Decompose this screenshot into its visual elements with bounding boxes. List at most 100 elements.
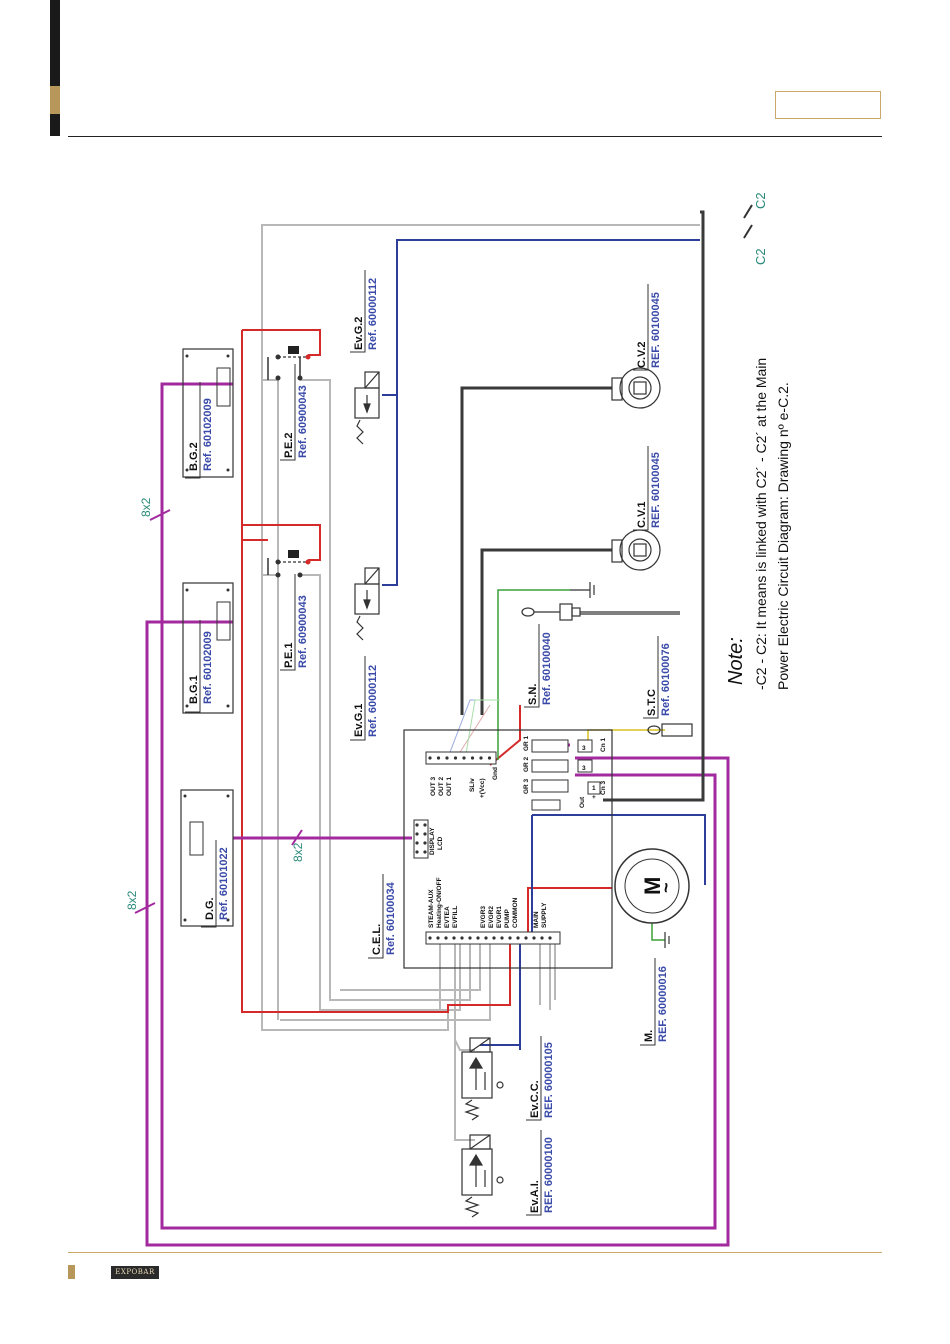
evg2-name: Ev.G.2 — [353, 317, 365, 350]
bg1-component — [182, 582, 234, 714]
probe-wires — [446, 699, 500, 761]
evg1-name: Ev.G.1 — [353, 704, 365, 737]
header-bar-lower — [50, 114, 60, 136]
dg-ref: Ref. 60101022 — [218, 847, 230, 920]
motor-symbol: M ~ — [640, 877, 676, 895]
sn-ref: Ref. 60100040 — [541, 632, 553, 705]
cn3-label: Cn 3 — [600, 781, 607, 795]
cable-break-marks — [134, 509, 303, 914]
board-left-labels: STEAM-AUX Heating-ON/OFF EVTEA EVFILL EV… — [428, 877, 548, 928]
terminal-pin — [423, 841, 427, 845]
cable-label-bg1: 8x2 — [125, 890, 139, 910]
out3-label: OUT 3 — [430, 776, 437, 796]
terminal-pin — [444, 936, 448, 940]
pe2-name: P.E.2 — [283, 433, 295, 459]
terminal-pin — [423, 850, 427, 854]
gr1-label: GR 1 — [523, 735, 530, 751]
gnd-label: Gnd — [492, 767, 499, 780]
motor-ground — [664, 932, 670, 948]
term-main: MAIN — [533, 911, 540, 928]
cn3-pin-plus: + — [592, 794, 596, 801]
cn3-pin-1: 1 — [592, 785, 596, 792]
terminal-pin — [479, 756, 483, 760]
terminal-pin — [470, 756, 475, 760]
terminal-pin — [508, 936, 512, 940]
brand-logo: EXPOBAR — [111, 1266, 159, 1279]
terminal-pin — [487, 756, 492, 760]
evg2-ref: Ref. 60000112 — [367, 278, 379, 350]
evai-valve — [461, 1134, 504, 1218]
c2-connector — [743, 204, 753, 239]
motor-m: M — [640, 877, 665, 895]
term-evgr3: EVGR3 — [480, 906, 487, 928]
term-supply: SUPPLY — [541, 902, 548, 928]
terminal-pin — [415, 823, 419, 827]
board-output-labels: OUT 3 OUT 2 OUT 1 SLiv +(Vcc) Gnd GR 3 G… — [429, 735, 607, 855]
cable-label-dg: 8x2 — [291, 842, 305, 862]
terminal-pin — [468, 936, 472, 940]
terminal-pin — [492, 936, 496, 940]
evg1-ref: Ref. 60000112 — [367, 665, 379, 737]
term-evtea: EVTEA — [444, 906, 451, 928]
cable-label-bg2: 8x2 — [139, 497, 153, 517]
cel-ref: Ref. 60100034 — [385, 881, 397, 955]
evcc-ref: REF. 60000105 — [543, 1042, 555, 1118]
note-block: Note: -C2 - C2: It means is linked with … — [725, 358, 791, 690]
evai-ref: REF. 60000100 — [543, 1137, 555, 1213]
m-ref: REF. 60000016 — [657, 966, 669, 1042]
term-common: COMMON — [512, 897, 519, 928]
level-probe — [521, 582, 680, 621]
bg2-ref: Ref. 60102009 — [202, 398, 214, 471]
cable-labels: 8x2 8x2 8x2 — [125, 497, 305, 910]
cv2-name: C.V.2 — [636, 341, 648, 368]
terminal-pin — [500, 936, 504, 940]
control-board — [403, 729, 613, 969]
out-label: Out — [579, 796, 586, 808]
terminal-pin — [540, 936, 544, 940]
out2-label: OUT 2 — [438, 776, 445, 796]
terminal-pin — [436, 936, 440, 940]
term-evgr1: EVGR1 — [496, 906, 503, 928]
c2-top-label: C2 — [753, 192, 768, 209]
cv1-flowmeter — [611, 529, 661, 571]
evg2-valve — [354, 371, 380, 445]
evcc-valve — [461, 1037, 504, 1121]
terminal-pin — [476, 936, 480, 940]
out1-label: OUT 1 — [446, 776, 453, 796]
pe1-name: P.E.1 — [283, 643, 295, 669]
bg1-name: B.G.1 — [188, 675, 200, 704]
footer-mark — [68, 1265, 75, 1279]
c2-labels: C2 C2 — [753, 192, 768, 265]
label-frames — [185, 270, 659, 1216]
note-line-1: -C2 - C2: It means is linked with C2´ - … — [753, 358, 769, 690]
gr3-label: GR 3 — [523, 778, 530, 794]
grey-wires — [261, 224, 700, 1141]
dg-component — [180, 789, 234, 927]
evcc-name: Ev.C.C. — [529, 1080, 541, 1118]
terminal-pin — [428, 756, 432, 760]
evai-name: Ev.A.I. — [529, 1180, 541, 1213]
red-wires — [241, 329, 612, 1013]
gr2-label: GR 2 — [523, 756, 530, 772]
note-title: Note: — [725, 637, 747, 685]
cel-name: C.E.L. — [371, 924, 383, 955]
terminal-pin — [436, 756, 441, 760]
display-label: DISPLAY — [429, 827, 436, 855]
bg2-name: B.G.2 — [188, 442, 200, 471]
terminal-pin — [428, 936, 432, 940]
evg1-valve — [354, 567, 380, 641]
lcd-label: LCD — [437, 836, 444, 850]
terminal-pin — [445, 756, 449, 760]
terminal-pin — [484, 936, 488, 940]
cv2-ref: REF. 60100045 — [650, 292, 662, 368]
m-name: M. — [643, 1030, 655, 1042]
term-evfill: EVFILL — [452, 906, 459, 928]
header-bar — [50, 0, 60, 86]
term-pump: PUMP — [504, 909, 511, 928]
sn-name: S.N. — [527, 684, 539, 705]
blue-wires — [382, 239, 706, 1050]
component-labels: B.G.2 Ref. 60102009 B.G.1 Ref. 60102009 … — [188, 278, 672, 1213]
terminal-pin — [415, 850, 419, 854]
vcc-label: +(Vcc) — [479, 778, 486, 798]
